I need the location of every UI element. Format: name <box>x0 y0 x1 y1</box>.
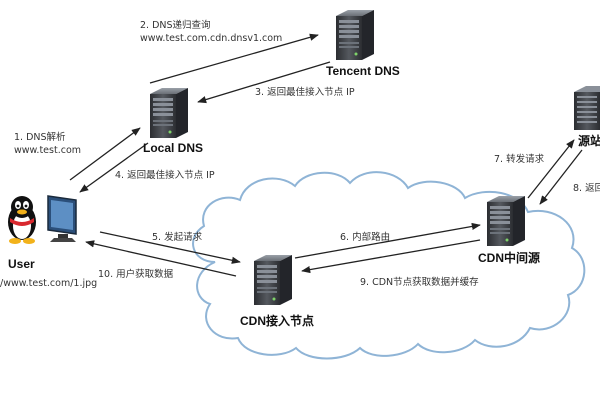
user-monitor-icon <box>47 195 77 242</box>
step8-label: 8. 返回 <box>573 182 600 194</box>
cdn-edge-server-icon <box>254 255 292 305</box>
arrow-step7 <box>527 139 575 199</box>
step1-label-line2: www.test.com <box>14 145 81 156</box>
step3-label: 3. 返回最佳接入节点 IP <box>255 86 355 98</box>
step1-label-line1: 1. DNS解析 <box>14 131 66 143</box>
step4-label: 4. 返回最佳接入节点 IP <box>115 169 215 181</box>
origin-label: 源站 <box>578 133 600 148</box>
cdn-mid-label: CDN中间源 <box>478 250 540 265</box>
user-label: User <box>8 257 35 271</box>
step7-label: 7. 转发请求 <box>494 153 545 165</box>
origin-rack-icon <box>574 86 600 130</box>
tencent-dns-server-icon <box>336 10 374 60</box>
user-penguin-icon <box>8 196 36 244</box>
local-dns-server-icon <box>150 88 188 138</box>
step6-label: 6. 内部路由 <box>340 231 390 243</box>
step2-label-line2: www.test.com.cdn.dnsv1.com <box>140 33 282 44</box>
arrow-step6 <box>294 222 481 259</box>
arrow-step5 <box>99 231 241 264</box>
cdn-cloud <box>192 171 586 360</box>
local-dns-label: Local DNS <box>143 141 203 155</box>
arrow-step3 <box>197 61 331 104</box>
step5-label: 5. 发起请求 <box>152 231 203 243</box>
arrow-step8 <box>539 149 583 205</box>
arrow-step1 <box>69 127 141 181</box>
step9-label: 9. CDN节点获取数据并缓存 <box>360 276 479 288</box>
tencent-dns-label: Tencent DNS <box>326 64 400 78</box>
cdn-mid-server-icon <box>487 196 525 246</box>
step10-label: 10. 用户获取数据 <box>98 268 174 280</box>
arrow-step4 <box>79 142 149 193</box>
arrow-step2 <box>149 33 319 84</box>
arrow-step9 <box>301 239 481 274</box>
step2-label-line1: 2. DNS递归查询 <box>140 19 211 31</box>
user-url-label: /www.test.com/1.jpg <box>0 278 97 289</box>
arrow-step10 <box>85 240 237 277</box>
cdn-edge-label: CDN接入节点 <box>240 313 314 328</box>
